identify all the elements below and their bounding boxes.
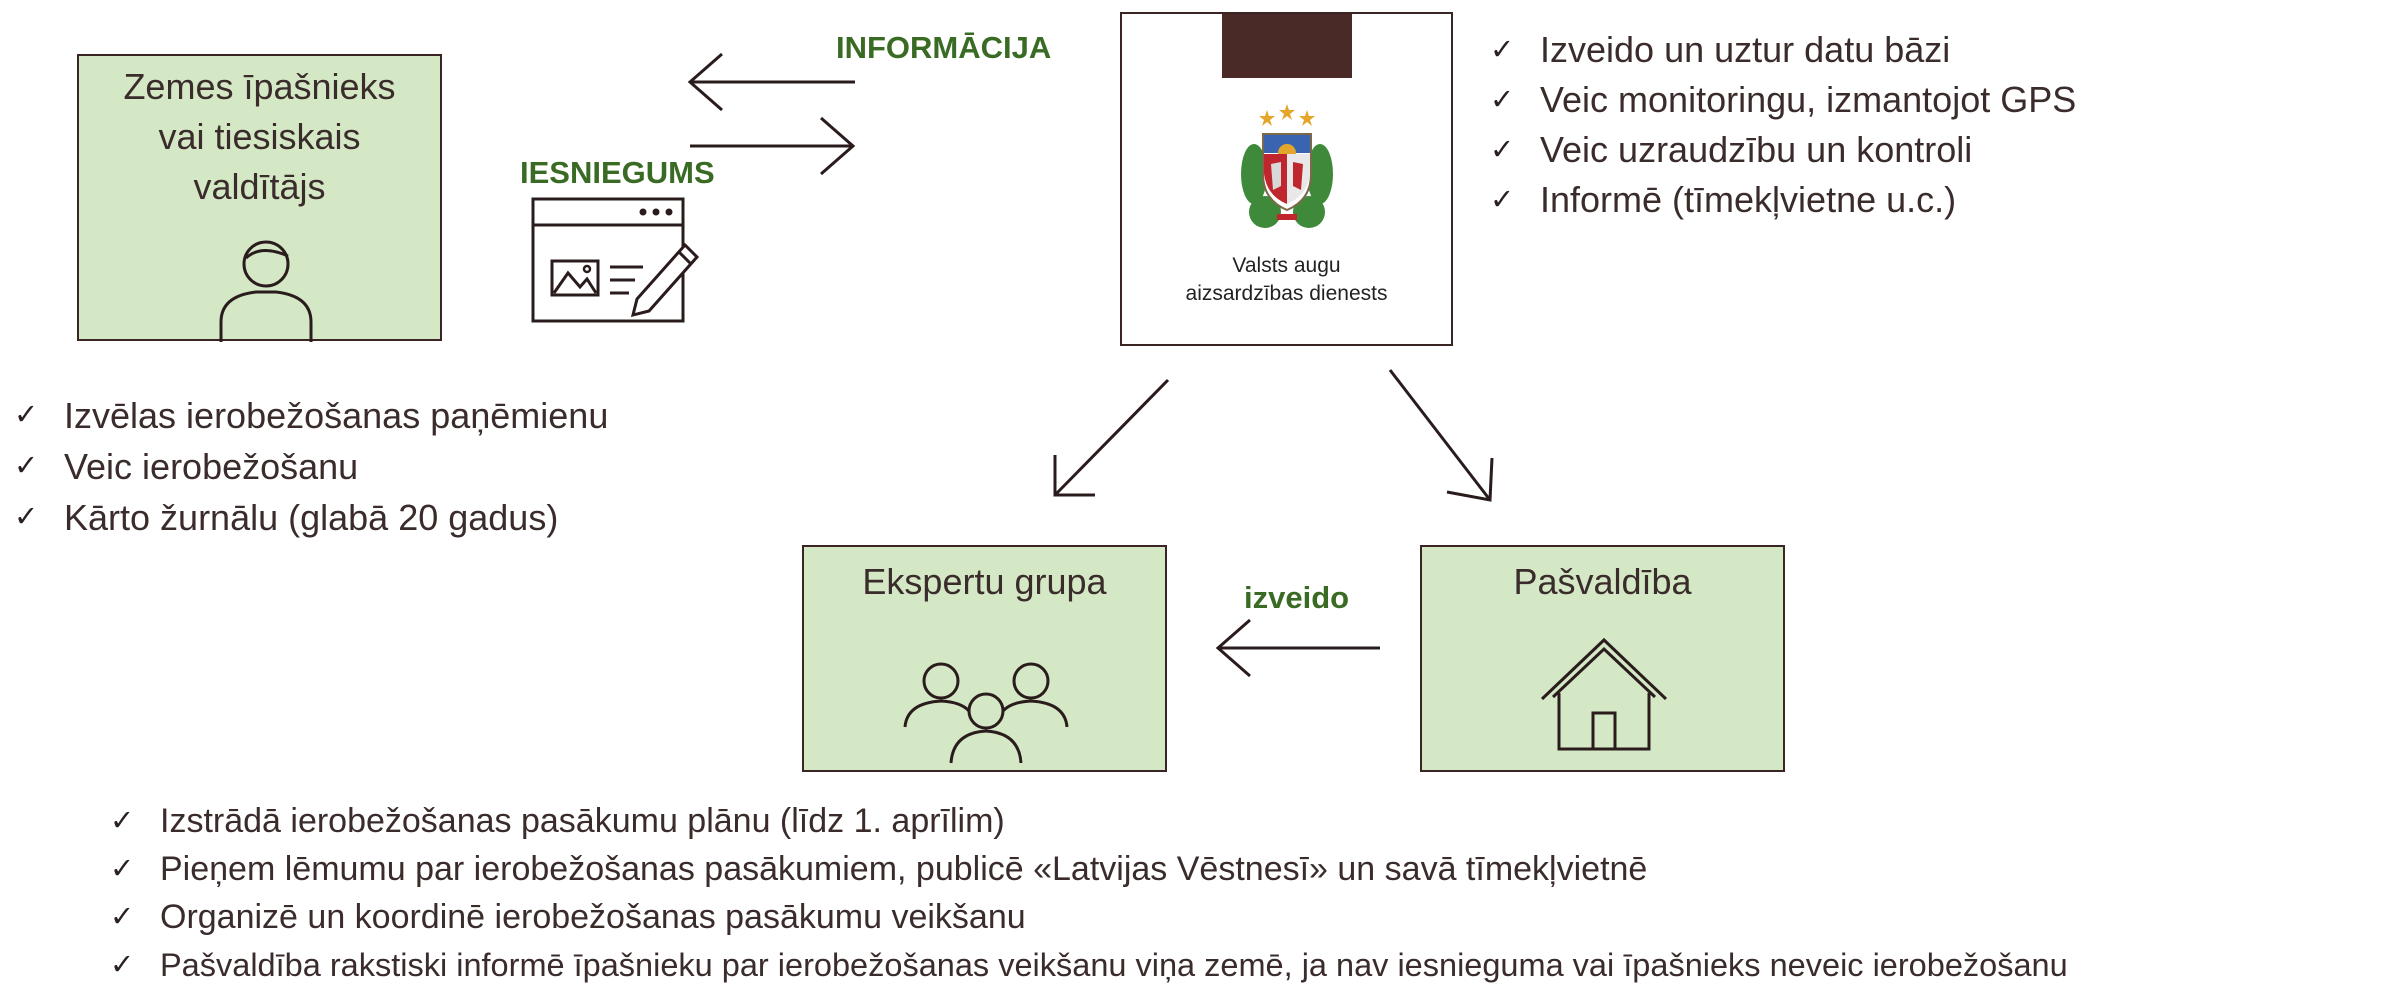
checkmark-icon: ✓ <box>110 901 135 933</box>
municipality-title: Pašvaldība <box>1513 561 1692 602</box>
agency-task-list: ✓Izveido un uztur datu bāzi ✓Veic monito… <box>1490 25 2076 225</box>
agency-name-line: Valsts augu <box>1232 254 1341 277</box>
list-item: ✓Kārto žurnālu (glabā 20 gadus) <box>14 492 608 543</box>
agency-name-line: aizsardzības dienests <box>1185 282 1388 305</box>
list-item: ✓Izveido un uztur datu bāzi <box>1490 25 2076 75</box>
municipality-box: Pašvaldība <box>1420 545 1785 772</box>
landowner-title-line: vai tiesiskais <box>158 116 361 157</box>
checkmark-icon: ✓ <box>110 949 135 981</box>
arrow-left-icon <box>687 52 855 112</box>
checkmark-icon: ✓ <box>110 853 135 885</box>
landowner-title: Zemes īpašnieks vai tiesiskais valdītājs <box>79 62 440 212</box>
list-item: ✓Pieņem lēmumu par ierobežošanas pasākum… <box>110 845 2068 893</box>
group-people-icon <box>903 662 1069 764</box>
arrow-right-icon <box>690 116 856 176</box>
application-form-icon <box>531 197 700 323</box>
information-label: INFORMĀCIJA <box>836 30 1052 65</box>
landowner-title-line: valdītājs <box>193 166 326 207</box>
agency-name: Valsts augu aizsardzības dienests <box>1122 252 1451 308</box>
checkmark-icon: ✓ <box>1490 34 1515 66</box>
list-item: ✓Izvēlas ierobežošanas paņēmienu <box>14 390 608 441</box>
list-item: ✓Veic uzraudzību un kontroli <box>1490 125 2076 175</box>
checkmark-icon: ✓ <box>1490 184 1515 216</box>
checkmark-icon: ✓ <box>14 450 39 482</box>
checkmark-icon: ✓ <box>110 805 135 837</box>
landowner-box: Zemes īpašnieks vai tiesiskais valdītājs <box>77 54 442 342</box>
agency-logo-box: Valsts augu aizsardzības dienests <box>1120 12 1453 346</box>
list-item: ✓Izstrādā ierobežošanas pasākumu plānu (… <box>110 797 2068 845</box>
list-item: ✓Pašvaldība rakstiski informē īpašnieku … <box>110 941 2068 989</box>
landowner-title-line: Zemes īpašnieks <box>123 66 396 107</box>
house-icon <box>1540 637 1668 751</box>
checkmark-icon: ✓ <box>14 399 39 431</box>
logo-top-bar <box>1222 14 1352 78</box>
person-icon <box>219 240 313 342</box>
checkmark-icon: ✓ <box>1490 84 1515 116</box>
list-item: ✓Veic ierobežošanu <box>14 441 608 492</box>
latvia-coat-of-arms-icon <box>1241 104 1333 228</box>
list-item: ✓Informē (tīmekļvietne u.c.) <box>1490 175 2076 225</box>
checkmark-icon: ✓ <box>1490 134 1515 166</box>
checkmark-icon: ✓ <box>14 501 39 533</box>
municipality-task-list: ✓Izstrādā ierobežošanas pasākumu plānu (… <box>110 797 2068 989</box>
submission-label: IESNIEGUMS <box>520 155 715 190</box>
list-item: ✓Veic monitoringu, izmantojot GPS <box>1490 75 2076 125</box>
expert-group-box: Ekspertu grupa <box>802 545 1167 772</box>
creates-label: izveido <box>1244 580 1350 615</box>
expert-group-title: Ekspertu grupa <box>862 561 1107 602</box>
landowner-task-list: ✓Izvēlas ierobežošanas paņēmienu ✓Veic i… <box>14 390 608 543</box>
list-item: ✓Organizē un koordinē ierobežošanas pasā… <box>110 893 2068 941</box>
